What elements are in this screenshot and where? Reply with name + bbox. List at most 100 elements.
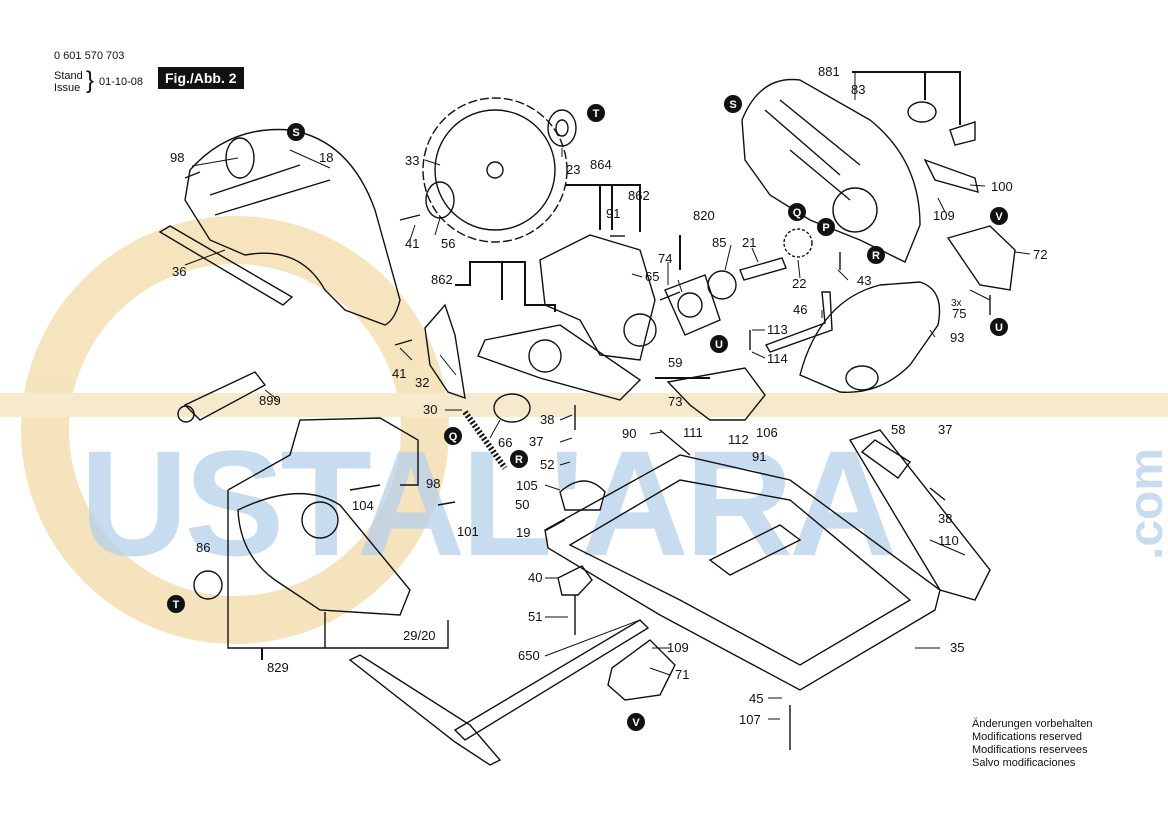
part-label: 30 xyxy=(423,402,437,417)
group-829-outline xyxy=(227,490,449,649)
part-label: 73 xyxy=(668,394,682,409)
part-label: 23 xyxy=(566,162,580,177)
shaft-21 xyxy=(739,257,787,281)
svg-text:U: U xyxy=(995,322,1003,334)
gear-22 xyxy=(783,228,813,258)
part-label: 862 xyxy=(628,188,650,203)
part-label: 862 xyxy=(431,272,453,287)
svg-text:T: T xyxy=(173,599,180,611)
handle-100 xyxy=(923,158,979,193)
stand-label: Stand xyxy=(54,70,83,82)
note-es: Salvo modificaciones xyxy=(972,757,1076,769)
part-label: 40 xyxy=(528,570,542,585)
part-label: 58 xyxy=(891,422,905,437)
part-label: 104 xyxy=(352,498,374,513)
marker-t-top: T xyxy=(587,104,605,122)
part-label: 50 xyxy=(515,497,529,512)
part-label: 66 xyxy=(498,435,512,450)
part-label: 899 xyxy=(259,393,281,408)
issue-label: Issue xyxy=(54,82,81,94)
saw-blade xyxy=(422,97,568,243)
watermark: USTAL'ARA .com xyxy=(0,216,1168,644)
marker-v-bottom: V xyxy=(627,713,645,731)
part-number: 0 601 570 703 xyxy=(54,50,125,62)
part-label: 829 xyxy=(267,660,289,675)
part-label: 75 xyxy=(952,306,966,321)
part-label: 98 xyxy=(426,476,440,491)
marker-s-right: S xyxy=(724,95,742,113)
part-label: 650 xyxy=(518,648,540,663)
housing-ribs xyxy=(764,99,861,201)
base-plate-inner xyxy=(568,479,912,666)
marker-u-right: U xyxy=(990,318,1008,336)
figure-label: Fig./Abb. 2 xyxy=(158,67,244,89)
line-art xyxy=(158,71,1031,766)
part-label: 86 xyxy=(196,540,210,555)
svg-text:T: T xyxy=(593,108,600,120)
part-label: 74 xyxy=(658,251,672,266)
part-label: 51 xyxy=(528,609,542,624)
flange-23 xyxy=(547,109,577,147)
part-label: 98 xyxy=(170,150,184,165)
riving-knife xyxy=(424,303,466,400)
svg-text:R: R xyxy=(872,250,880,262)
plate-862 xyxy=(477,324,642,401)
arm-73 xyxy=(666,367,766,421)
note-fr: Modifications reservees xyxy=(972,744,1088,756)
blade-guard-hood xyxy=(184,128,401,326)
part-label: 65 xyxy=(645,269,659,284)
part-label: 32 xyxy=(415,375,429,390)
marker-t-left: T xyxy=(167,595,185,613)
part-label: 83 xyxy=(851,82,865,97)
part-label: 111 xyxy=(683,425,703,440)
part-label: 93 xyxy=(950,330,964,345)
chip-chute xyxy=(799,281,941,393)
svg-text:S: S xyxy=(292,127,299,139)
screws xyxy=(184,171,991,750)
housing-bore xyxy=(832,187,878,233)
svg-text:P: P xyxy=(822,222,829,234)
lower-guard xyxy=(237,492,411,616)
watermark-ring xyxy=(21,216,449,644)
part-label: 38 xyxy=(938,511,952,526)
knob-71 xyxy=(607,639,676,701)
part-label: 110 xyxy=(938,533,959,548)
part-labels: 881 83 100 109 72 43 3x 75 93 46 113 114… xyxy=(170,64,1047,727)
svg-text:U: U xyxy=(715,339,723,351)
brace-icon: } xyxy=(86,67,95,94)
part-label: 33 xyxy=(405,153,419,168)
part-label: 43 xyxy=(857,273,871,288)
svg-text:S: S xyxy=(729,99,736,111)
part-label: 91 xyxy=(752,449,766,464)
part-label: 59 xyxy=(668,355,682,370)
parallel-guide xyxy=(348,654,502,766)
allen-key xyxy=(764,291,833,353)
part-label: 881 xyxy=(818,64,840,79)
callout-lines xyxy=(184,72,1031,720)
knob xyxy=(907,101,937,123)
svg-text:V: V xyxy=(995,211,1003,223)
part-label: 820 xyxy=(693,208,715,223)
part-label: 35 xyxy=(950,640,964,655)
part-label: 109 xyxy=(667,640,689,655)
guard-ribs xyxy=(209,164,331,216)
marker-s-left: S xyxy=(287,123,305,141)
part-label: 107 xyxy=(739,712,761,727)
bracket-862 xyxy=(539,234,656,361)
watermark-text: USTAL'ARA xyxy=(80,419,894,587)
note-en: Modifications reserved xyxy=(972,731,1083,743)
part-label: 56 xyxy=(441,236,455,251)
issue-date: 01-10-08 xyxy=(99,76,144,88)
part-label: 114 xyxy=(767,351,788,366)
part-label: 3x xyxy=(951,298,962,309)
group-829-outline-top xyxy=(227,417,419,491)
svg-text:V: V xyxy=(632,717,640,729)
part-label: 91 xyxy=(606,206,620,221)
part-label: 38 xyxy=(540,412,554,427)
part-label: 112 xyxy=(728,432,749,447)
part-label: 29/20 xyxy=(403,628,436,643)
lever-105 xyxy=(559,480,606,511)
modification-notes: Änderungen vorbehalten Modifications res… xyxy=(972,718,1092,770)
part-label: 72 xyxy=(1033,247,1047,262)
